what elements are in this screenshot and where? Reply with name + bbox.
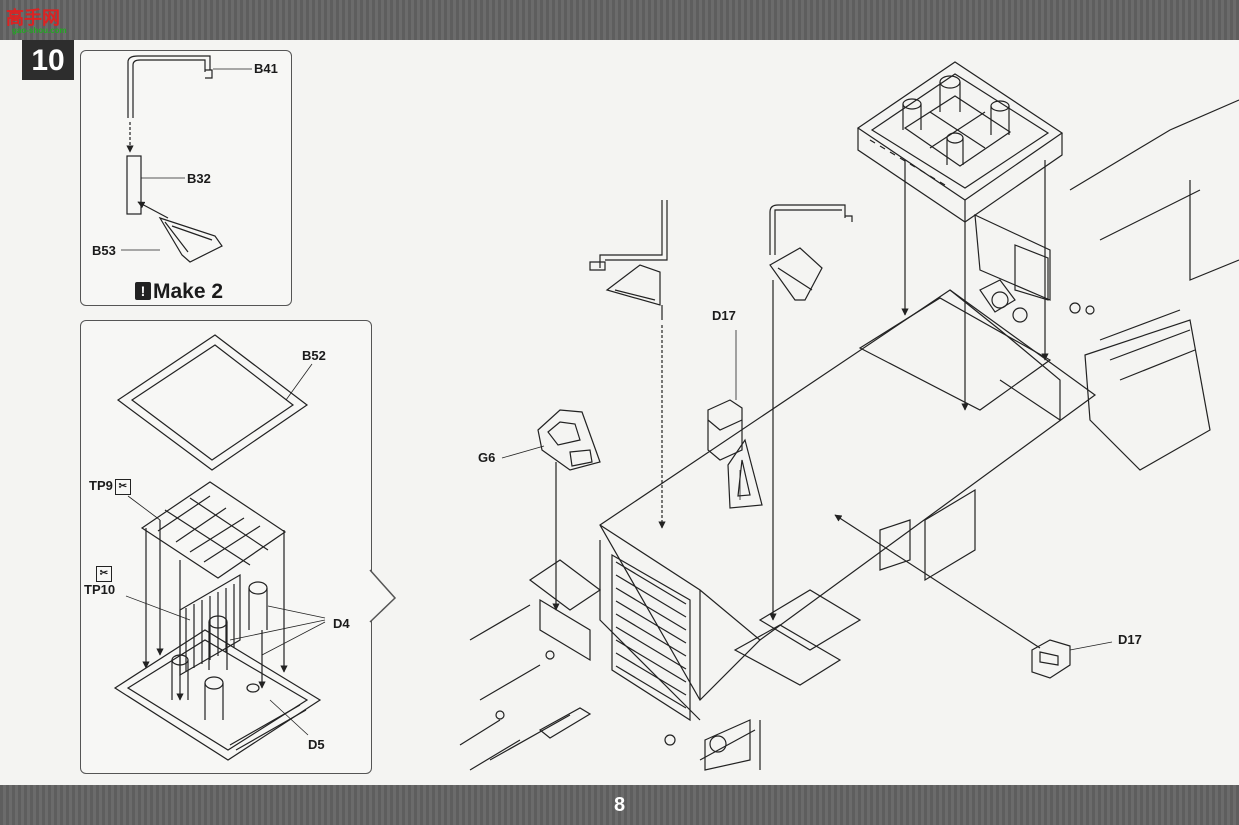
step-number: 10 bbox=[22, 40, 74, 80]
sub-assembly-panel-funnel bbox=[80, 320, 372, 774]
label-d17-right: D17 bbox=[1118, 632, 1142, 647]
part-b32-drawing bbox=[126, 155, 142, 215]
ship-superstructure-drawing bbox=[459, 99, 1239, 771]
cut-icon: ✂ bbox=[114, 479, 131, 495]
callout-pointer bbox=[369, 569, 397, 623]
mast-left-drawing bbox=[589, 200, 668, 320]
label-b53: B53 bbox=[92, 243, 116, 258]
tp10-cut-icon-wrap: ✂ bbox=[94, 565, 112, 582]
mast-right-drawing bbox=[769, 204, 853, 301]
label-tp10: TP10 bbox=[84, 582, 116, 597]
label-b41: B41 bbox=[254, 61, 278, 76]
cut-icon: ✂ bbox=[96, 566, 112, 582]
funnel-assembly-drawing bbox=[856, 61, 1064, 223]
watermark-url: gao-shou.com bbox=[12, 26, 67, 35]
label-g6: G6 bbox=[478, 450, 496, 465]
exclamation-icon: ! bbox=[135, 282, 151, 300]
funnel-base-drawing bbox=[113, 573, 322, 761]
make-2-text: Make 2 bbox=[153, 280, 224, 303]
label-d4: D4 bbox=[333, 616, 350, 631]
footer-band bbox=[0, 785, 1239, 825]
part-tp9-drawing bbox=[140, 481, 287, 579]
part-d17-top-drawing bbox=[707, 399, 763, 509]
watermark-logo: 高手网 gao-shou.com bbox=[6, 4, 72, 36]
watermark-text: 高手网 bbox=[6, 8, 60, 28]
label-tp9: TP9✂ bbox=[89, 478, 131, 495]
part-b53-drawing bbox=[158, 216, 223, 263]
part-d17-right-drawing bbox=[1031, 639, 1071, 679]
part-b41-drawing bbox=[127, 55, 213, 118]
label-b52: B52 bbox=[302, 348, 326, 363]
make-2-note: !Make 2 bbox=[135, 280, 223, 304]
label-d5: D5 bbox=[308, 737, 325, 752]
sub-assembly-panel-mast bbox=[80, 50, 292, 306]
part-g6-drawing bbox=[537, 409, 601, 471]
label-b32: B32 bbox=[187, 171, 211, 186]
part-b52-drawing bbox=[116, 334, 309, 471]
header-band bbox=[0, 0, 1239, 40]
page-number: 8 bbox=[613, 794, 626, 816]
label-d17-top: D17 bbox=[712, 308, 736, 323]
tp9-text: TP9 bbox=[89, 478, 113, 493]
